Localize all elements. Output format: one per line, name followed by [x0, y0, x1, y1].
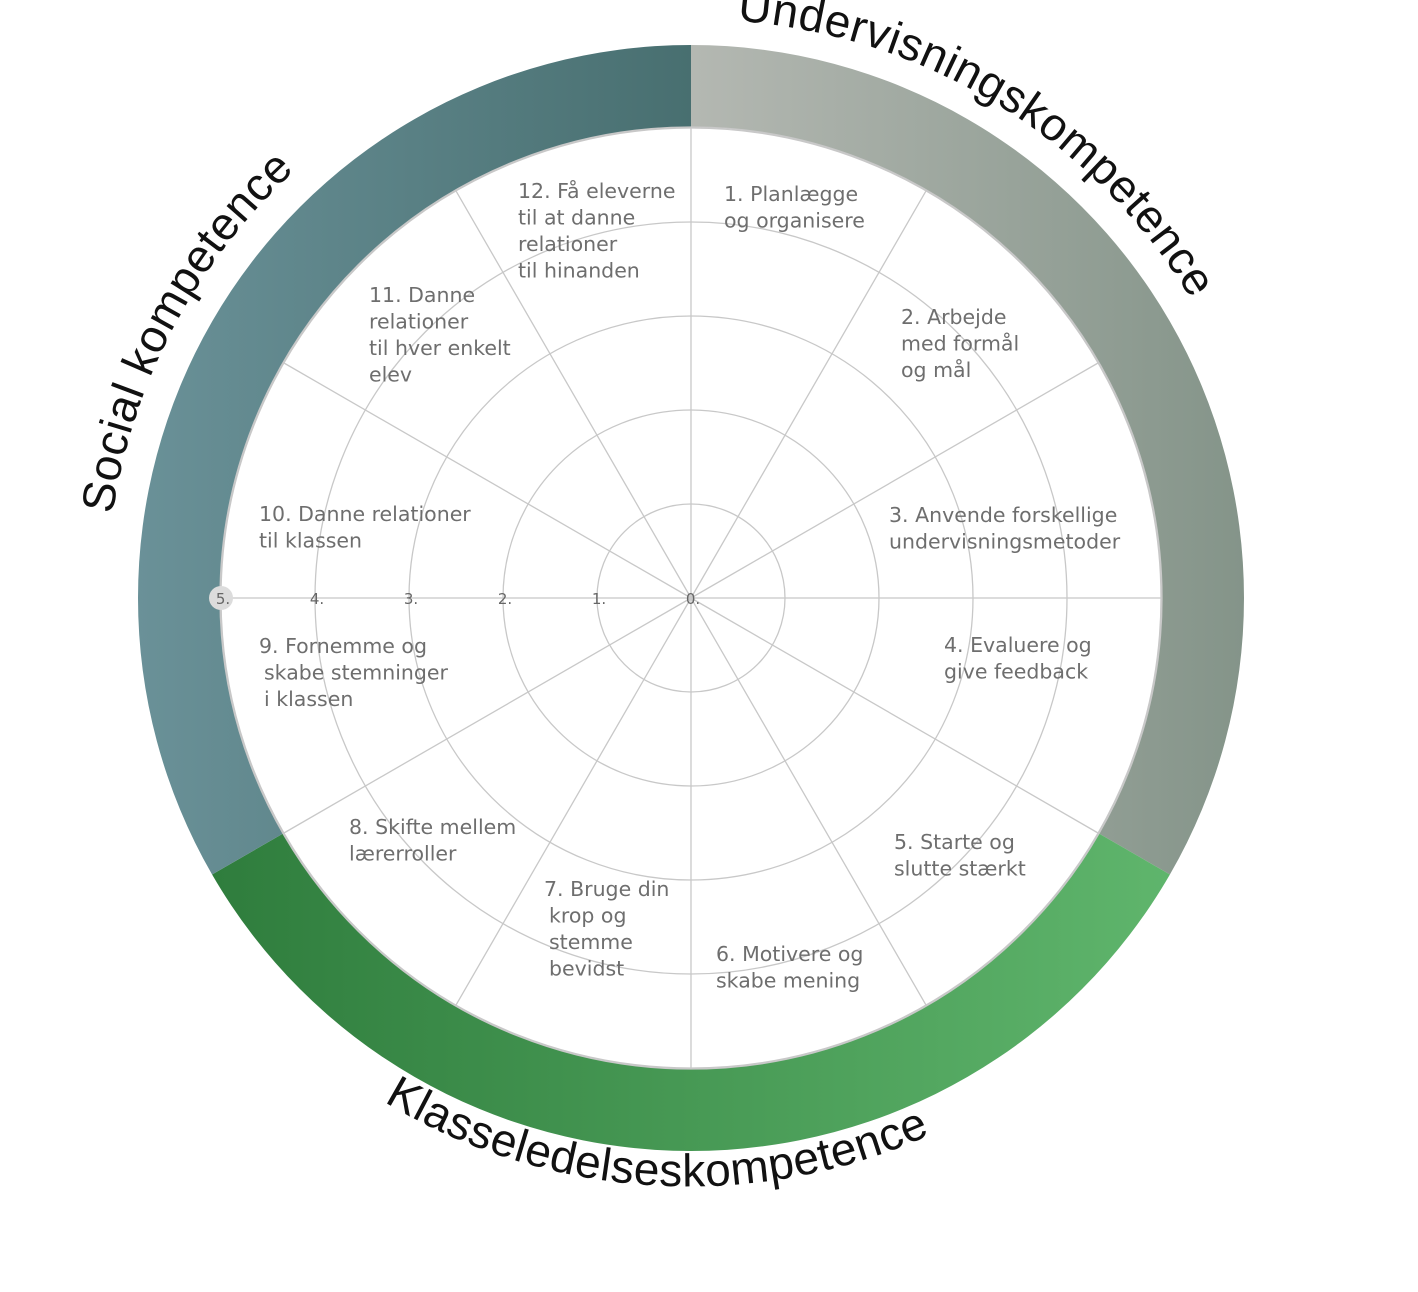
scale-label-1: 1.: [592, 590, 606, 608]
spoke-line: [282, 361, 692, 599]
scale-label-4: 4.: [310, 590, 324, 608]
spoke-line: [690, 597, 928, 1007]
ring-segment-social-kompetence: [137, 45, 691, 875]
scale-label-2: 2.: [498, 590, 512, 608]
scale-grid: [219, 126, 1163, 1070]
spoke-line: [690, 189, 928, 599]
scale-label-0: 0.: [686, 590, 700, 608]
spoke-line: [454, 189, 692, 599]
scale-labels: 0. 1. 2. 3. 4. 5.: [209, 586, 700, 610]
spoke-line: [690, 361, 1100, 599]
group-ring-segments: [137, 45, 1244, 1151]
scale-marker-dot: [209, 586, 233, 610]
spoke-line: [454, 597, 692, 1007]
scale-label-3: 3.: [404, 590, 418, 608]
scale-label-5: 5.: [216, 590, 230, 608]
spoke-line: [282, 597, 692, 835]
ring-segment-klasseledelseskompetence: [212, 833, 1170, 1151]
spoke-line: [690, 597, 1100, 835]
ring-segment-undervisningskompetence: [691, 45, 1244, 875]
